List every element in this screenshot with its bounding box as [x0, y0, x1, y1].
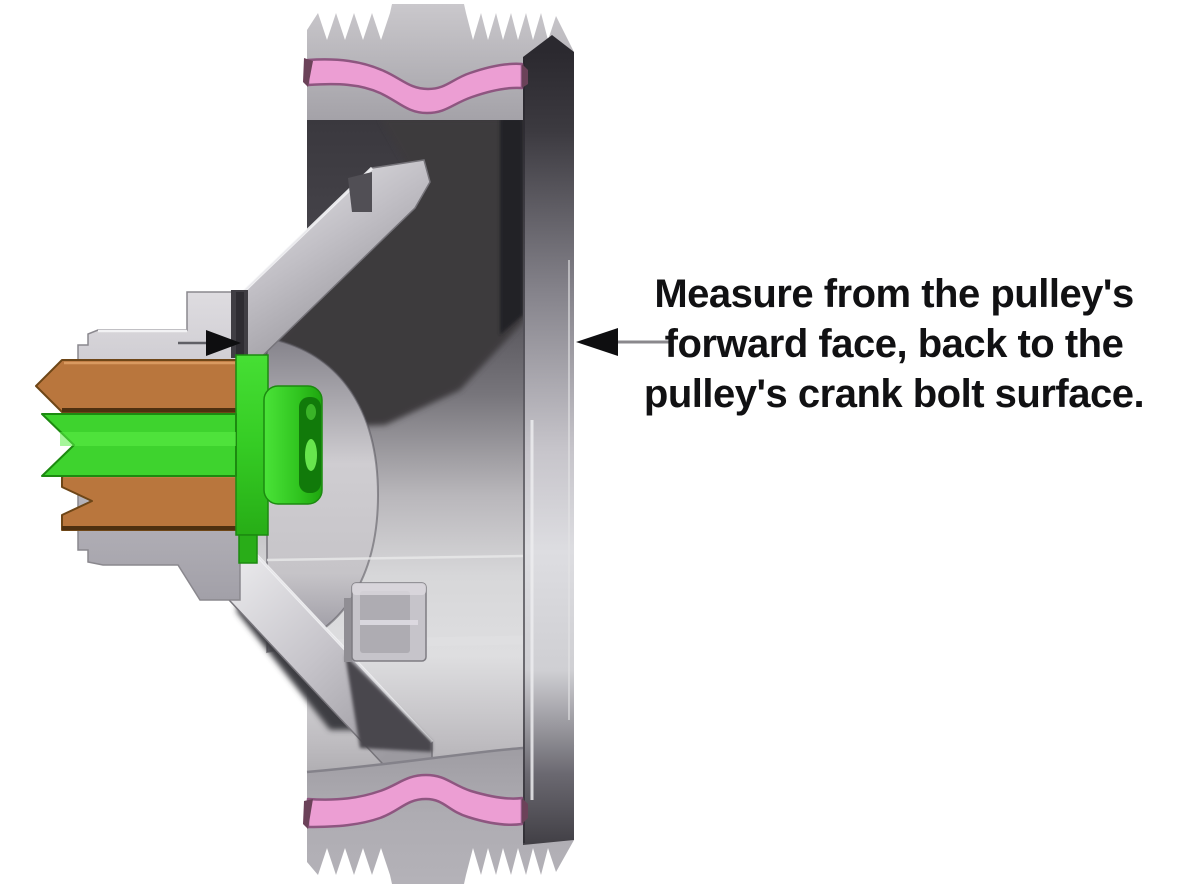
rim-bottom-section: [307, 745, 574, 884]
damper-bands: [303, 58, 528, 829]
forward-face-arrow: [576, 328, 673, 356]
drum-cavity-shadow: [267, 118, 523, 428]
interior-highlight-line: [266, 554, 524, 562]
top-damper-end-right: [522, 64, 528, 88]
rim-bottom-section-edge: [306, 743, 575, 774]
small-arrow-head-icon: [206, 330, 241, 356]
bottom-damper-end-left: [303, 799, 313, 829]
bottom-damper-end-right: [522, 798, 528, 824]
bolt-recess-glow: [305, 439, 317, 471]
rim-forward-face: [523, 35, 574, 845]
bolt-recess-glow-top: [306, 404, 316, 420]
top-damper-end-left: [303, 58, 313, 87]
large-arrow-head-icon: [576, 328, 618, 356]
crank-bolt-surface-arrow: [178, 330, 241, 356]
under-boss-shadow: [345, 655, 432, 752]
top-spacer-bar: [35, 359, 238, 413]
measurement-annotation: Measure from the pulley's forward face, …: [644, 272, 1145, 416]
lower-web-highlight: [248, 546, 434, 744]
annotation-line-3: pulley's crank bolt surface.: [644, 372, 1144, 416]
upper-web-notch: [348, 172, 372, 212]
crank-bolt: [41, 354, 323, 564]
lower-web-boss: [344, 582, 427, 662]
crank-shaft-sheen: [60, 432, 236, 446]
spacer-bars: [35, 359, 238, 531]
drum-cavity-deep-shadow: [500, 118, 523, 335]
bolt-flange: [235, 354, 269, 536]
crank-bolt-surface-core: [236, 292, 244, 356]
bolt-flange-tab: [238, 534, 258, 564]
annotation-line-2: forward face, back to the: [665, 322, 1124, 366]
annotation-line-1: Measure from the pulley's: [654, 272, 1133, 316]
